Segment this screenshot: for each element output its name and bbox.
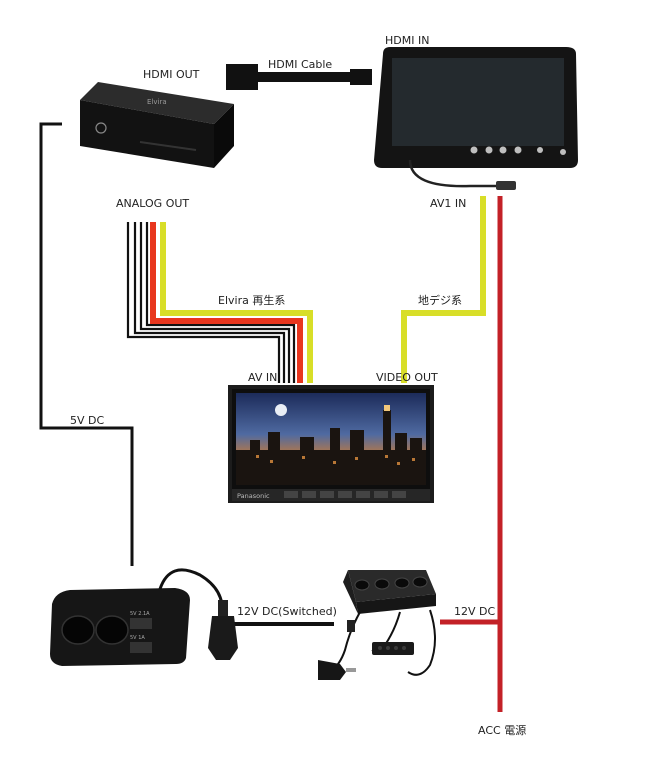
label-analog-out: ANALOG OUT [116, 197, 189, 210]
wire-analog-red [150, 222, 303, 383]
label-elvira: Elvira 再生系 [218, 293, 285, 307]
label-12v-switched: 12V DC(Switched) [237, 605, 337, 618]
wire-chideji-yellow [401, 196, 486, 383]
car-nav-device: Panasonic [228, 385, 434, 503]
media-player-device: Elvira [80, 82, 234, 168]
label-12v-dc: 12V DC [454, 605, 495, 618]
hdmi-cable [226, 64, 372, 90]
label-av1-in: AV1 IN [430, 197, 466, 210]
wire-5v-dc [39, 122, 134, 566]
media-player-brand: Elvira [147, 98, 167, 106]
label-chideji: 地デジ系 [418, 293, 462, 307]
label-hdmi-out: HDMI OUT [143, 68, 200, 81]
label-hdmi-in: HDMI IN [385, 34, 429, 47]
charger-port2-label: 5V 1A [130, 635, 145, 641]
label-acc: ACC 電源 [478, 723, 526, 737]
wire-elvira-yellow [160, 222, 313, 383]
socket-splitter-device [318, 570, 436, 680]
label-av-in: AV IN [248, 371, 277, 384]
car-nav-brand: Panasonic [237, 492, 270, 500]
label-video-out: VIDEO OUT [376, 371, 438, 384]
label-hdmi-cable: HDMI Cable [268, 58, 332, 71]
label-5v-dc: 5V DC [70, 414, 104, 427]
usb-charger-device: 5V 2.1A 5V 1A [50, 568, 238, 666]
charger-port1-label: 5V 2.1A [130, 611, 150, 617]
wire-analog-black [126, 222, 296, 383]
monitor-device [374, 47, 578, 190]
